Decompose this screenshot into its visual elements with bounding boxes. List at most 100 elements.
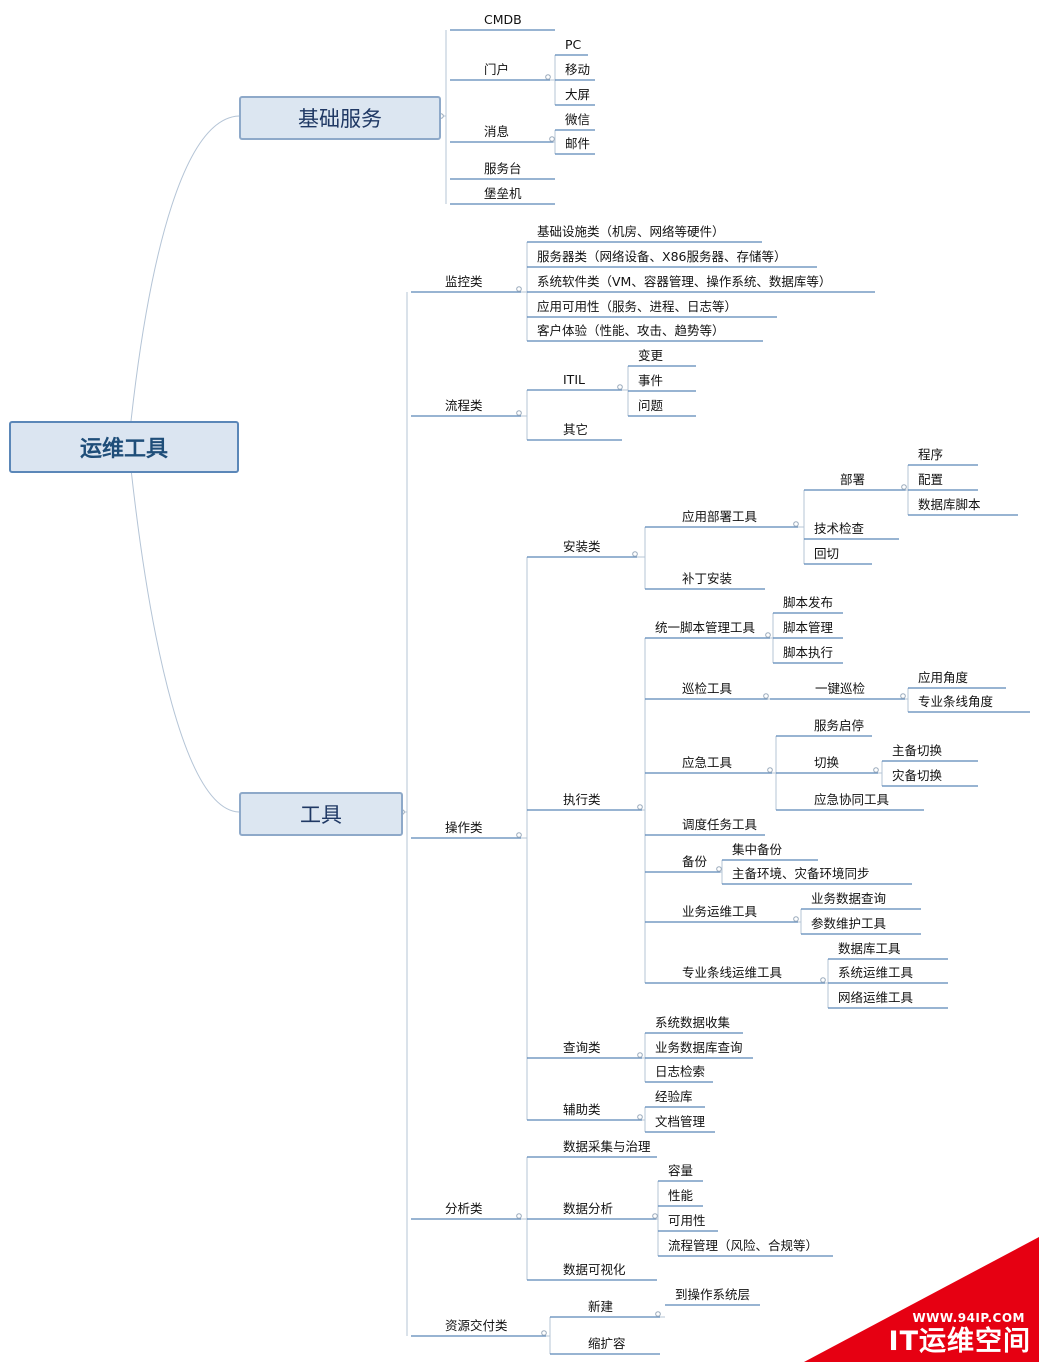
mindmap-node[interactable]: 监控类: [445, 274, 483, 289]
mindmap-node[interactable]: ITIL: [563, 372, 585, 387]
mindmap-node[interactable]: 执行类: [563, 792, 601, 807]
mindmap-node[interactable]: 安装类: [563, 539, 601, 554]
mindmap-node[interactable]: 邮件: [565, 136, 591, 151]
mindmap-node[interactable]: 服务台: [484, 161, 522, 176]
mindmap-node[interactable]: 缩扩容: [588, 1336, 626, 1351]
mindmap-node[interactable]: 变更: [638, 348, 664, 363]
mindmap-node[interactable]: 基础设施类（机房、网络等硬件）: [537, 224, 725, 239]
mindmap-node[interactable]: 系统数据收集: [655, 1015, 731, 1030]
mindmap-node[interactable]: 应急协同工具: [814, 792, 890, 807]
collapse-dot[interactable]: [617, 384, 623, 390]
mindmap-node[interactable]: 问题: [638, 398, 664, 413]
mindmap-node[interactable]: 部署: [840, 472, 866, 487]
mindmap-node[interactable]: 经验库: [655, 1089, 693, 1104]
collapse-dot[interactable]: [652, 1213, 658, 1219]
mindmap-node[interactable]: 其它: [563, 422, 589, 437]
mindmap-node[interactable]: 应急工具: [682, 755, 733, 770]
mindmap-node[interactable]: 配置: [918, 472, 944, 487]
collapse-dot[interactable]: [637, 804, 643, 810]
collapse-dot[interactable]: [793, 916, 799, 922]
mindmap-node[interactable]: 主备环境、灾备环境同步: [732, 866, 870, 881]
mindmap-node[interactable]: 主备切换: [892, 743, 943, 758]
mindmap-node[interactable]: 脚本管理: [783, 620, 834, 635]
mindmap-node[interactable]: 程序: [918, 447, 944, 462]
mindmap-node[interactable]: 服务启停: [814, 718, 865, 733]
mindmap-node[interactable]: 应用部署工具: [682, 509, 758, 524]
mindmap-node[interactable]: 业务运维工具: [682, 904, 758, 919]
mindmap-node[interactable]: 门户: [484, 62, 510, 77]
main-branch-basic-services[interactable]: 基础服务: [239, 96, 441, 140]
collapse-dot[interactable]: [900, 693, 906, 699]
mindmap-node[interactable]: PC: [565, 37, 582, 52]
mindmap-node[interactable]: 调度任务工具: [682, 817, 758, 832]
collapse-dot[interactable]: [549, 136, 555, 142]
mindmap-node[interactable]: 一键巡检: [815, 681, 866, 696]
collapse-dot[interactable]: [763, 693, 769, 699]
mindmap-node[interactable]: 文档管理: [655, 1114, 706, 1129]
mindmap-node[interactable]: 参数维护工具: [811, 916, 887, 931]
mindmap-node[interactable]: 补丁安装: [682, 571, 733, 586]
collapse-dot[interactable]: [545, 74, 551, 80]
collapse-dot[interactable]: [820, 977, 826, 983]
collapse-dot[interactable]: [637, 1052, 643, 1058]
mindmap-node[interactable]: 分析类: [445, 1201, 483, 1216]
main-branch-tools[interactable]: 工具: [239, 792, 403, 836]
collapse-dot[interactable]: [516, 410, 522, 416]
collapse-dot[interactable]: [901, 484, 907, 490]
collapse-dot[interactable]: [541, 1330, 547, 1336]
mindmap-node[interactable]: 网络运维工具: [838, 990, 914, 1005]
mindmap-node[interactable]: 新建: [588, 1299, 614, 1314]
mindmap-node[interactable]: 集中备份: [732, 842, 783, 857]
mindmap-node[interactable]: 流程管理（风险、合规等）: [668, 1238, 819, 1253]
mindmap-node[interactable]: 到操作系统层: [675, 1287, 751, 1302]
mindmap-node[interactable]: 可用性: [668, 1213, 706, 1228]
mindmap-node[interactable]: 脚本执行: [783, 645, 834, 660]
mindmap-node[interactable]: 业务数据库查询: [655, 1040, 743, 1055]
mindmap-node[interactable]: 服务器类（网络设备、X86服务器、存储等）: [537, 249, 787, 264]
collapse-dot[interactable]: [516, 1213, 522, 1219]
mindmap-node[interactable]: 消息: [484, 124, 510, 139]
mindmap-node[interactable]: 数据库工具: [838, 941, 901, 956]
collapse-dot[interactable]: [516, 286, 522, 292]
mindmap-node[interactable]: 技术检查: [814, 521, 865, 536]
collapse-dot[interactable]: [516, 832, 522, 838]
collapse-dot[interactable]: [716, 866, 722, 872]
collapse-dot[interactable]: [873, 767, 879, 773]
mindmap-node[interactable]: 数据分析: [563, 1201, 614, 1216]
collapse-dot[interactable]: [632, 551, 638, 557]
collapse-dot[interactable]: [793, 521, 799, 527]
mindmap-node[interactable]: 事件: [638, 373, 664, 388]
mindmap-node[interactable]: 灾备切换: [892, 768, 943, 783]
mindmap-node[interactable]: 数据可视化: [563, 1262, 626, 1277]
mindmap-node[interactable]: 堡垒机: [484, 186, 522, 201]
mindmap-node[interactable]: 资源交付类: [445, 1318, 508, 1333]
mindmap-node[interactable]: 数据库脚本: [918, 497, 981, 512]
mindmap-node[interactable]: 日志检索: [655, 1064, 706, 1079]
collapse-dot[interactable]: [637, 1114, 643, 1120]
mindmap-node[interactable]: 统一脚本管理工具: [655, 620, 756, 635]
mindmap-node[interactable]: 业务数据查询: [811, 891, 887, 906]
mindmap-node[interactable]: 备份: [682, 854, 708, 869]
mindmap-node[interactable]: 回切: [814, 546, 840, 561]
mindmap-node[interactable]: 大屏: [565, 87, 591, 102]
mindmap-node[interactable]: 专业条线角度: [918, 694, 994, 709]
mindmap-node[interactable]: 数据采集与治理: [563, 1139, 651, 1154]
mindmap-node[interactable]: 切换: [814, 755, 840, 770]
mindmap-node[interactable]: 性能: [668, 1188, 694, 1203]
collapse-dot[interactable]: [655, 1311, 661, 1317]
mindmap-node[interactable]: 专业条线运维工具: [682, 965, 783, 980]
mindmap-node[interactable]: 巡检工具: [682, 681, 733, 696]
mindmap-node[interactable]: 脚本发布: [783, 595, 834, 610]
mindmap-node[interactable]: 应用可用性（服务、进程、日志等）: [537, 299, 738, 314]
mindmap-node[interactable]: 辅助类: [563, 1102, 601, 1117]
mindmap-node[interactable]: 容量: [668, 1163, 694, 1178]
mindmap-node[interactable]: 移动: [565, 62, 591, 77]
mindmap-node[interactable]: CMDB: [484, 12, 522, 27]
mindmap-node[interactable]: 查询类: [563, 1040, 601, 1055]
mindmap-node[interactable]: 客户体验（性能、攻击、趋势等）: [537, 323, 725, 338]
mindmap-node[interactable]: 微信: [565, 112, 591, 127]
mindmap-node[interactable]: 操作类: [445, 820, 483, 835]
root-node[interactable]: 运维工具: [9, 421, 239, 473]
mindmap-node[interactable]: 系统运维工具: [838, 965, 914, 980]
mindmap-node[interactable]: 系统软件类（VM、容器管理、操作系统、数据库等）: [537, 274, 832, 289]
